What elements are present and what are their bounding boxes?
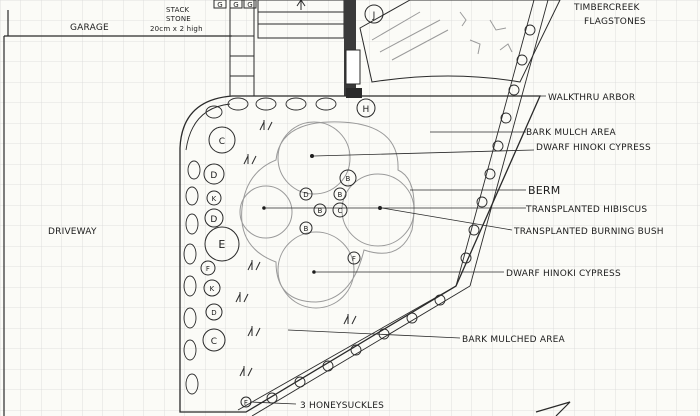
label-driveway: DRIVEWAY <box>48 227 97 237</box>
plant-letter-j: J <box>372 11 376 21</box>
leader-lines <box>249 95 546 405</box>
label-berm: BERM <box>528 184 560 197</box>
plant-letter-k2: K <box>210 285 215 293</box>
plant-letter-f3: F <box>244 399 248 407</box>
label-dwarf-hinoki-1: DWARF HINOKI CYPRESS <box>536 143 651 153</box>
label-bark-mulched-area: BARK MULCHED AREA <box>462 335 566 345</box>
plant-letter-g3: G <box>247 1 253 9</box>
plant-letter-b1: B <box>345 175 350 183</box>
plant-letter-e1: E <box>218 238 225 251</box>
garage-wall <box>3 10 232 416</box>
garden-bed-outline <box>179 95 541 413</box>
plant-letter-b2: B <box>337 191 342 199</box>
label-dwarf-hinoki-2: DWARF HINOKI CYPRESS <box>506 269 621 279</box>
label-stack-stone-1: STACK <box>166 6 190 14</box>
plant-letter-g1: G <box>217 1 223 9</box>
front-walkway <box>229 0 345 97</box>
plant-letter-f2: F <box>352 255 356 263</box>
plant-letter-b4: B <box>303 225 308 233</box>
flagstone-patio <box>359 0 561 83</box>
plant-letter-c1: C <box>219 137 225 147</box>
plant-letter-b3: B <box>317 207 322 215</box>
plant-letters: G G G J H C D K D E F K D C B D B C B B … <box>206 1 376 407</box>
north-arrow <box>535 401 571 416</box>
label-walkthru-arbor: WALKTHRU ARBOR <box>548 93 635 103</box>
plant-letter-f1: F <box>206 265 210 273</box>
plant-circles <box>200 0 384 408</box>
label-flagstones-1: TIMBERCREEK <box>573 3 640 13</box>
plant-letter-h: H <box>363 105 370 115</box>
label-garage: GARAGE <box>70 23 109 33</box>
label-stack-stone-2: STONE <box>166 15 191 23</box>
plant-letter-c2: C <box>211 337 217 347</box>
label-stack-stone-dim: 20cm x 2 high <box>150 25 203 33</box>
river-stone-border-diagonal <box>237 0 549 416</box>
plant-letter-d4: D <box>303 191 309 199</box>
plant-letter-k1: K <box>212 195 217 203</box>
stack-stone-wall <box>344 0 362 98</box>
plant-letter-c3: C <box>337 207 342 215</box>
plant-letter-d2: D <box>210 215 217 225</box>
river-stone-border-left <box>183 97 337 395</box>
plant-letter-d3: D <box>211 309 217 317</box>
label-flagstones-2: FLAGSTONES <box>584 17 646 27</box>
label-bark-mulch-area: BARK MULCH AREA <box>526 128 617 138</box>
plant-letter-d1: D <box>210 171 217 181</box>
label-transplanted-burning-bush: TRANSPLANTED BURNING BUSH <box>513 227 664 237</box>
grass-tufts <box>235 120 357 377</box>
plant-letter-g2: G <box>233 1 239 9</box>
label-transplanted-hibiscus: TRANSPLANTED HIBISCUS <box>525 205 647 215</box>
berm-shapes <box>239 121 415 309</box>
label-honeysuckles: 3 HONEYSUCKLES <box>300 401 384 411</box>
